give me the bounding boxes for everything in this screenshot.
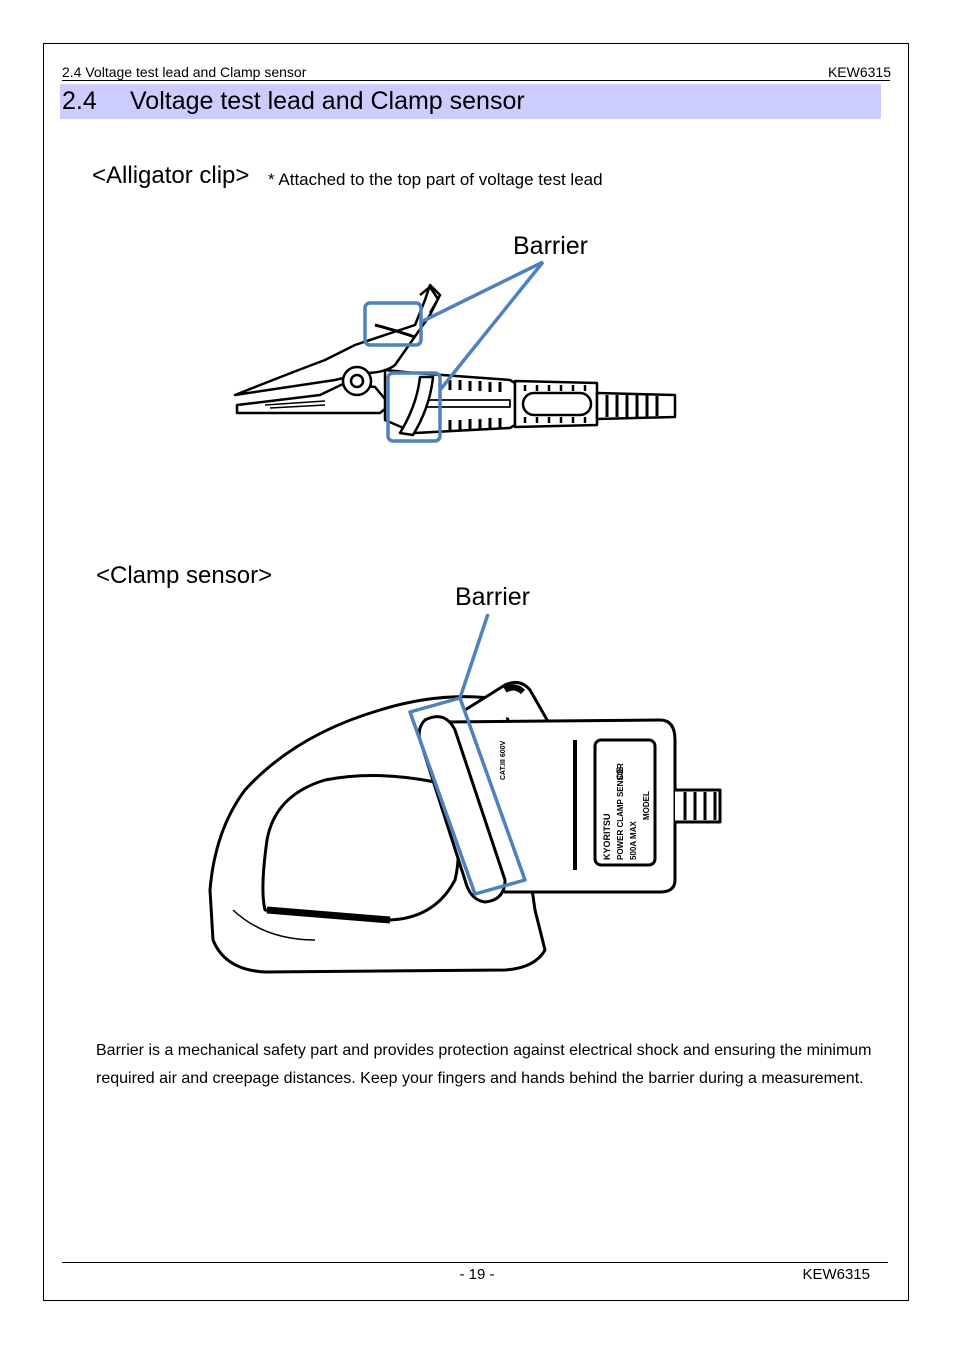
- clamp-barrier-callout: Barrier: [455, 583, 531, 611]
- running-header-title: 2.4 Voltage test lead and Clamp sensor: [62, 64, 307, 80]
- page-frame: [43, 43, 909, 1301]
- footer-rule: [62, 1262, 888, 1263]
- clamp-sensor-heading: <Clamp sensor>: [96, 562, 273, 589]
- clamp-label-ce: CE: [615, 767, 625, 780]
- clamp-label-cat: CAT.III 600V: [500, 741, 507, 780]
- page-number: - 19 -: [459, 1266, 495, 1283]
- section-heading-bar: [60, 84, 881, 119]
- alligator-clip-illustration: [233, 283, 677, 443]
- footer-model: KEW6315: [802, 1266, 870, 1283]
- alligator-barrier-callout: Barrier: [513, 232, 589, 260]
- section-title: Voltage test lead and Clamp sensor: [130, 87, 525, 115]
- alligator-clip-heading: <Alligator clip>: [92, 162, 250, 189]
- clamp-label-rating: 500A MAX: [629, 821, 638, 860]
- header-rule: [62, 80, 890, 81]
- clamp-label-brand: KYORITSU: [602, 813, 612, 860]
- clamp-label-product: POWER CLAMP SENSOR: [616, 763, 625, 860]
- running-header-model: KEW6315: [827, 64, 891, 80]
- clamp-label-model: MODEL: [642, 791, 651, 820]
- barrier-description: Barrier is a mechanical safety part and …: [96, 1042, 872, 1087]
- section-number: 2.4: [62, 87, 97, 115]
- alligator-clip-note: * Attached to the top part of voltage te…: [268, 170, 603, 189]
- clamp-sensor-illustration: KYORITSU POWER CLAMP SENSOR 500A MAX MOD…: [208, 680, 722, 974]
